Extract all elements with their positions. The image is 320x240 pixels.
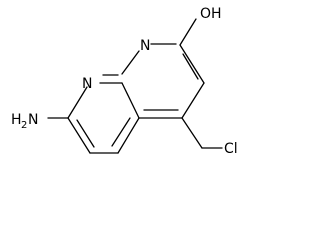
bond-c7-c6-inner [76, 119, 95, 148]
amino-n-label: N [28, 112, 38, 128]
bond-lines [47, 18, 223, 154]
atom-labels: OH N N H 2 N Cl [11, 6, 238, 155]
ring-nitrogen-left-label: N [82, 76, 92, 92]
hydroxyl-label: OH [200, 6, 222, 22]
bond-c2-c3 [179, 44, 205, 84]
bond-c2-c3-inner [182, 53, 199, 80]
bond-c8a-n1 [121, 50, 140, 75]
bond-c3-c4 [181, 82, 205, 119]
bond-c5-c4a-inner [111, 117, 131, 147]
chloro-label: Cl [224, 141, 238, 155]
bond-c2-oh [179, 18, 197, 46]
bond-c4a-c8a [121, 82, 140, 119]
amino-subscript-label: 2 [21, 120, 27, 131]
bond-c7-c6 [67, 117, 91, 154]
bond-n8-c7 [67, 86, 88, 119]
chemical-structure: OH N N H 2 N Cl [11, 6, 238, 155]
ring-nitrogen-right-label: N [140, 38, 150, 54]
bond-c4-ch2 [181, 117, 203, 149]
bond-c5-c4a [117, 117, 140, 154]
amino-h-label: H [11, 112, 22, 128]
